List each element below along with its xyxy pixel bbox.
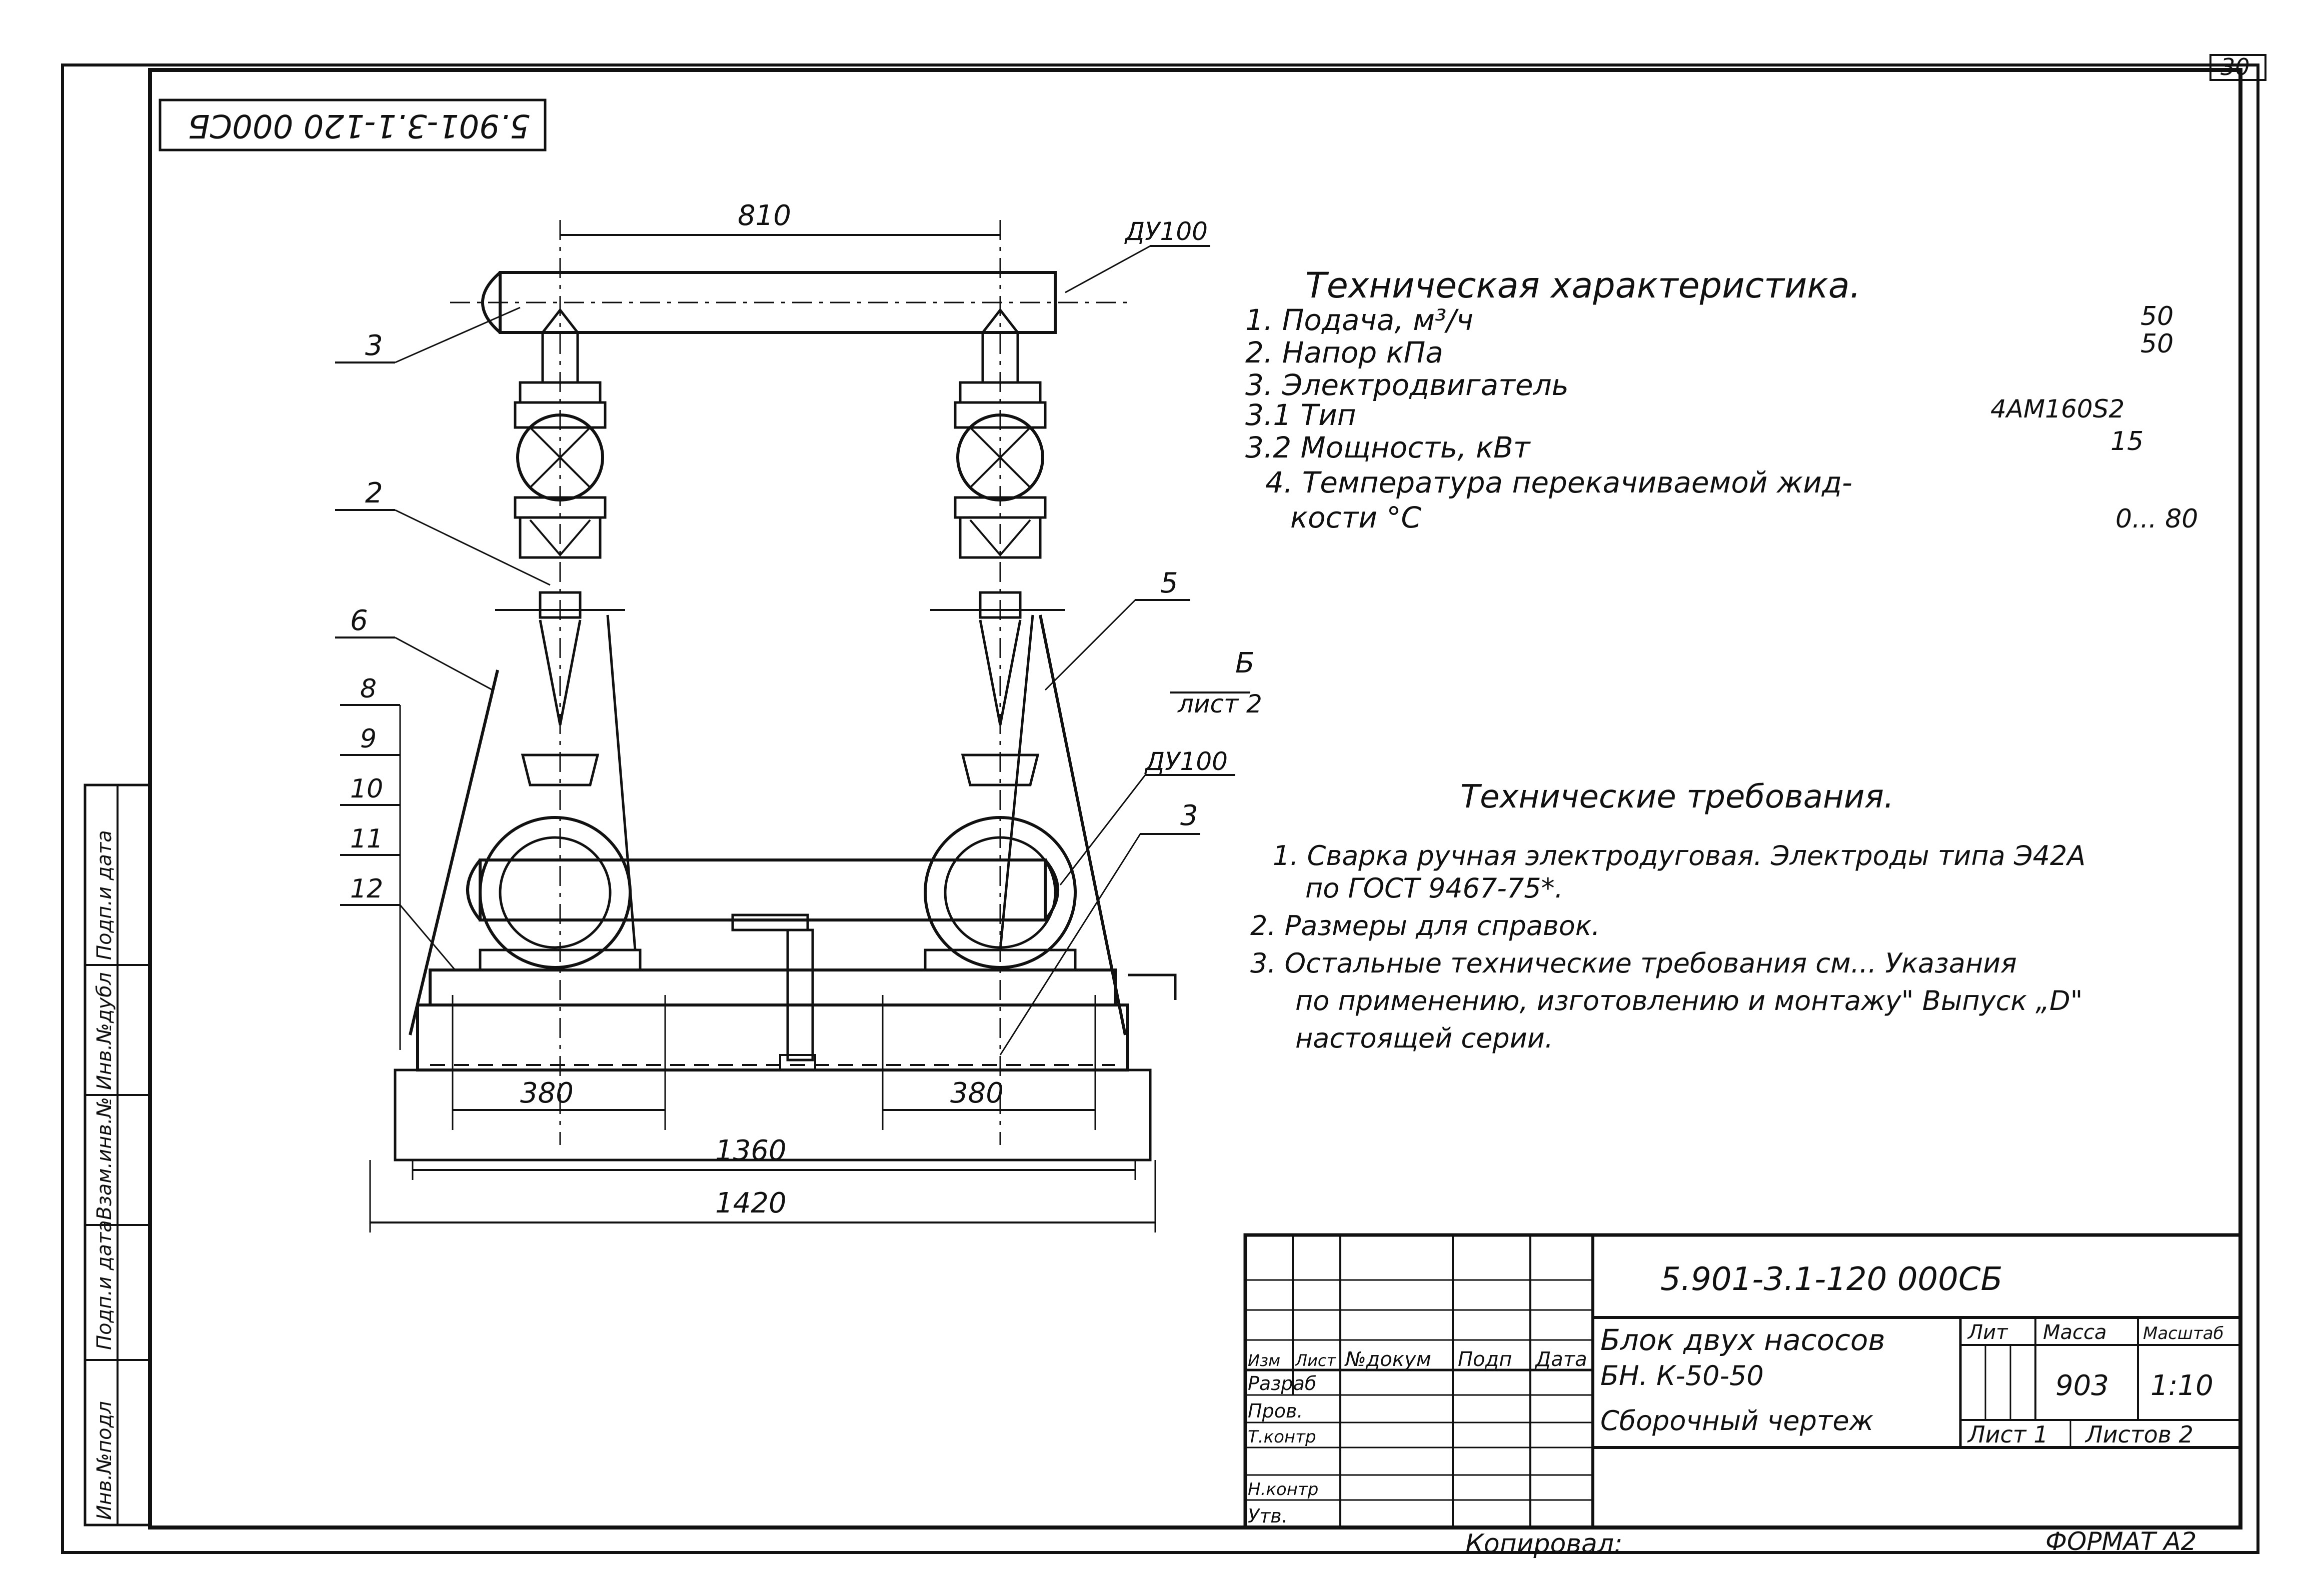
tech-row-label: 1. Подача, м³/ч xyxy=(1245,303,1473,337)
scale-label: Масштаб xyxy=(2143,1324,2224,1344)
page-number: 30 xyxy=(2220,54,2250,80)
title-col-header: Подп xyxy=(1458,1348,1512,1371)
title-col-header: Лист xyxy=(1295,1351,1336,1370)
format-label: ФОРМАТ А2 xyxy=(2045,1527,2196,1556)
outer-border xyxy=(61,64,2259,1554)
side-stamp-label: Взам.инв.№ xyxy=(93,1097,116,1220)
dimension-380-right: 380 xyxy=(950,1077,1004,1110)
sheet-number: Лист 1 xyxy=(1967,1421,2048,1448)
callout-7: 6 xyxy=(350,604,368,637)
tech-requirements-title: Технические требования. xyxy=(1460,778,1894,816)
nominal-diameter-label: ДУ100 xyxy=(1124,217,1208,246)
tech-requirement-line: 1. Сварка ручная электродуговая. Электро… xyxy=(1273,840,2085,872)
tech-characteristics: Техническая характеристика. 1. Подача, м… xyxy=(1245,265,2198,534)
title-col-header: Изм xyxy=(1248,1351,1280,1370)
tech-characteristics-title: Техническая характеристика. xyxy=(1305,265,1861,306)
pump-unit-right xyxy=(924,308,1077,972)
tech-row-label: кости °С xyxy=(1290,500,1421,534)
mass-label: Масса xyxy=(2043,1321,2107,1344)
document-code: 5.901-3.1-120 000СБ xyxy=(1660,1261,2002,1298)
dimension-1360: 1360 xyxy=(715,1134,787,1167)
base-frame xyxy=(429,968,1117,1006)
tech-row-value: 4АМ160S2 xyxy=(1990,394,2124,424)
side-stamp-label: Подп.и дата xyxy=(93,830,116,960)
tech-row-label: 3.1 Тип xyxy=(1245,398,1356,432)
title-role: Разраб xyxy=(1248,1372,1316,1394)
side-stamp-label: Инв.№подл xyxy=(93,1401,116,1520)
side-stamp-label: Инв.№дубл xyxy=(93,972,116,1090)
sheet-count: Листов 2 xyxy=(2084,1421,2193,1448)
callout-6: 5 xyxy=(1160,567,1178,600)
inner-frame xyxy=(148,68,2242,1530)
callout-2: 2 xyxy=(365,477,383,510)
title-role: Т.контр xyxy=(1248,1427,1316,1447)
suction-manifold xyxy=(479,858,1047,922)
title-col-header: №докум xyxy=(1344,1348,1431,1371)
callout-5: 3 xyxy=(1180,800,1198,832)
drawing-name: Сборочный чертеж xyxy=(1600,1405,1874,1436)
tech-row-label: 2. Напор кПа xyxy=(1245,336,1443,370)
dimension-810: 810 xyxy=(738,200,791,232)
side-stamp: Инв.№подл Подп.и дата Взам.инв.№ Инв.№ду… xyxy=(84,784,152,1526)
section-sheet: лист 2 xyxy=(1177,690,1262,718)
pump-assembly-drawing xyxy=(335,220,1250,1232)
title-role: Пров. xyxy=(1248,1400,1303,1422)
lit-label: Лит xyxy=(1967,1321,2008,1344)
dimension-1420: 1420 xyxy=(715,1187,787,1220)
tech-row-value: 50 xyxy=(2140,302,2173,332)
dimension-380-left: 380 xyxy=(520,1077,574,1110)
title-block xyxy=(1243,1233,2242,1530)
tech-row-label: 3.2 Мощность, кВт xyxy=(1245,430,1531,464)
callout-3: 3 xyxy=(365,330,383,362)
callout-9: 9 xyxy=(360,724,377,754)
support-post xyxy=(731,914,809,932)
tech-requirement-line: 2. Размеры для справок. xyxy=(1250,910,1600,942)
page-number-box xyxy=(2209,54,2266,81)
drawing-name: БН. К-50-50 xyxy=(1600,1360,1764,1392)
title-col-header: Дата xyxy=(1534,1348,1587,1371)
callout-12: 12 xyxy=(350,874,383,904)
drawing-name: Блок двух насосов xyxy=(1600,1323,1885,1357)
rotated-code-box xyxy=(159,98,547,152)
tech-row-value: 0... 80 xyxy=(2115,504,2198,534)
tech-requirements: Технические требования. 1. Сварка ручная… xyxy=(1250,778,2085,1054)
callout-10: 10 xyxy=(350,774,383,804)
tech-requirement-line: 3. Остальные технические требования см..… xyxy=(1250,948,2017,979)
title-role: Н.контр xyxy=(1248,1480,1318,1500)
tech-requirement-line: по применению, изготовлению и монтажу" В… xyxy=(1295,985,2082,1016)
tech-requirement-line: настоящей серии. xyxy=(1295,1022,1553,1054)
section-letter: Б xyxy=(1235,647,1254,680)
nominal-diameter-label: ДУ100 xyxy=(1144,747,1228,776)
scale-value: 1:10 xyxy=(2150,1370,2213,1402)
title-role: Утв. xyxy=(1248,1505,1288,1527)
tech-requirement-line: по ГОСТ 9467-75*. xyxy=(1305,872,1563,904)
callout-11: 11 xyxy=(350,824,383,854)
rotated-code: 5.901-3.1-120 000СБ xyxy=(188,107,530,144)
tech-row-value: 15 xyxy=(2110,426,2143,456)
side-stamp-label: Подп.и дата xyxy=(93,1220,116,1350)
tech-row-label: 3. Электродвигатель xyxy=(1245,368,1569,402)
tech-row-label: 4. Температура перекачиваемой жид- xyxy=(1265,466,1852,500)
mass-value: 903 xyxy=(2055,1370,2109,1402)
copied-by-label: Копировал: xyxy=(1465,1529,1623,1559)
tech-row-value: 50 xyxy=(2140,329,2173,359)
callout-8: 8 xyxy=(360,674,377,704)
